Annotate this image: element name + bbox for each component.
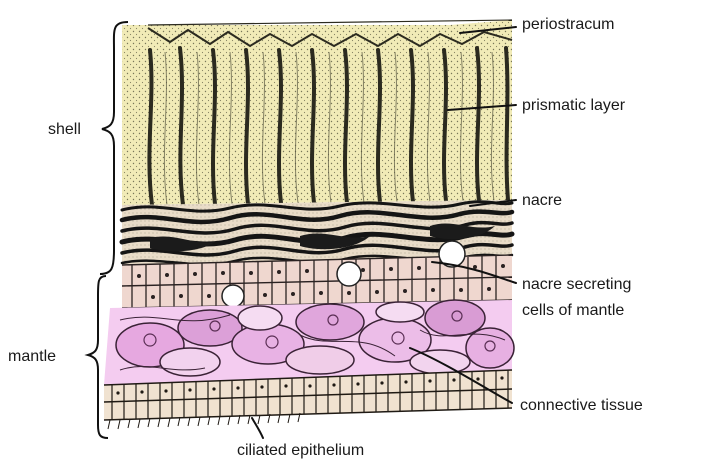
nacre-label: nacre <box>522 192 562 209</box>
nacre-secreting-label-line2: cells of mantle <box>522 302 624 319</box>
ciliated-epithelium-label: ciliated epithelium <box>237 442 364 459</box>
nacre-secreting-label-line1: nacre secreting <box>522 276 631 293</box>
shell-label: shell <box>48 121 81 138</box>
periostracum-label: periostracum <box>522 16 614 33</box>
nacre-droplet <box>222 285 244 307</box>
prismatic-layer-label: prismatic layer <box>522 97 626 114</box>
nacre-droplet <box>337 262 361 286</box>
ciliated-epithelium-leader <box>252 418 263 438</box>
connective-tissue-label: connective tissue <box>520 397 643 414</box>
mantle-label: mantle <box>8 348 56 365</box>
